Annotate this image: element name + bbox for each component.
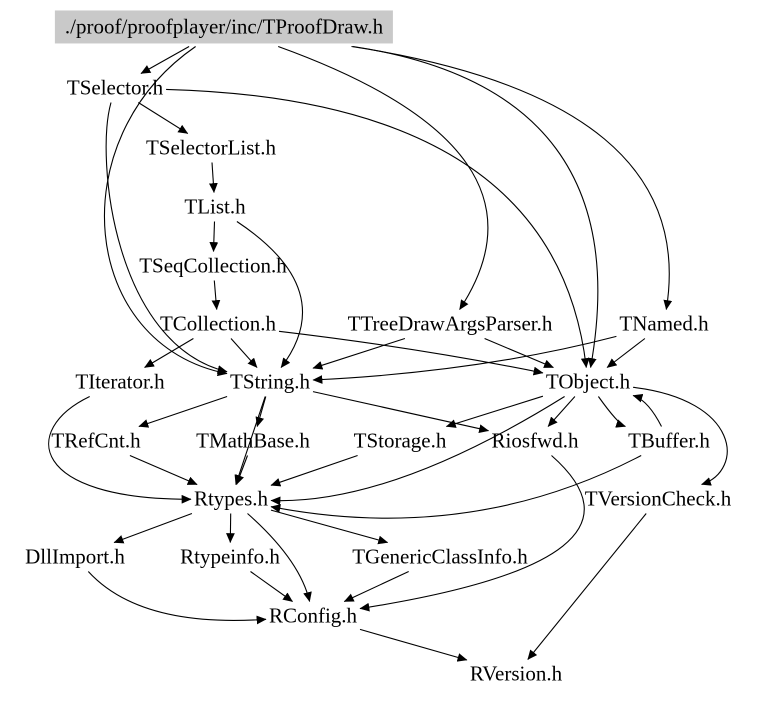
edge-tlist-tstring	[236, 221, 303, 368]
edge-tobject-rtypes	[270, 396, 565, 506]
node-tstring[interactable]: TString.h	[230, 369, 310, 394]
node-tnamed[interactable]: TNamed.h	[619, 311, 709, 336]
edge-ttreedrawargsparser-tstring	[312, 337, 406, 370]
edge-rconfig-rversion	[359, 628, 468, 662]
edge-tlist-tseqcollection	[209, 221, 219, 253]
node-tversioncheck[interactable]: TVersionCheck.h	[584, 486, 732, 511]
node-tselector[interactable]: TSelector.h	[66, 75, 164, 100]
node-tlist[interactable]: TList.h	[184, 194, 246, 219]
edge-tobject-tversioncheck	[633, 386, 728, 486]
edge-ttreedrawargsparser-tobject	[484, 337, 554, 369]
edge-titerator-rtypes	[48, 396, 192, 504]
node-titerator[interactable]: TIterator.h	[75, 369, 165, 394]
edge-tselector-tobject	[166, 88, 590, 369]
edge-tseqcollection-tcollection	[211, 280, 221, 311]
edge-tobject-tbuffer	[597, 396, 626, 428]
edge-tselectorlist-tlist	[208, 162, 218, 194]
edge-tselector-tstring	[105, 102, 228, 374]
edge-tgenericclassinfo-rconfig	[343, 571, 409, 602]
edge-tcollection-tobject	[278, 330, 544, 376]
node-tobject[interactable]: TObject.h	[545, 369, 631, 394]
edge-tproofdraw-tnamed	[351, 45, 673, 311]
edge-rtypes-dllimport	[113, 512, 193, 544]
edge-tnamed-tobject	[606, 338, 646, 368]
node-tcollection[interactable]: TCollection.h	[159, 311, 277, 336]
node-tseqcollection[interactable]: TSeqCollection.h	[139, 253, 287, 278]
edge-tproofdraw-tobject	[353, 45, 599, 369]
edge-tobject-riosfwd	[547, 396, 576, 427]
edge-tbuffer-rtypes	[270, 455, 642, 519]
node-tproofdraw[interactable]: ./proof/proofplayer/inc/TProofDraw.h	[54, 10, 394, 44]
edge-riosfwd-rconfig	[359, 455, 585, 612]
edge-tstorage-rtypes	[270, 454, 358, 487]
edge-tselector-tselectorlist	[138, 102, 189, 134]
node-dllimport[interactable]: DllImport.h	[25, 544, 125, 569]
node-trefcnt[interactable]: TRefCnt.h	[51, 428, 141, 453]
node-tselectorlist[interactable]: TSelectorList.h	[145, 135, 277, 160]
edge-rtypeinfo-rconfig	[250, 571, 293, 602]
node-tstorage[interactable]: TStorage.h	[353, 428, 447, 453]
node-tmathbase[interactable]: TMathBase.h	[196, 428, 310, 453]
edge-tproofdraw-tstring	[104, 46, 228, 377]
node-rversion[interactable]: RVersion.h	[469, 661, 563, 686]
edge-tproofdraw-ttreedrawargsparser	[278, 45, 489, 310]
node-rconfig[interactable]: RConfig.h	[268, 603, 358, 628]
edge-tnamed-tstring	[312, 335, 617, 384]
node-ttreedrawargsparser[interactable]: TTreeDrawArgsParser.h	[347, 311, 553, 336]
edge-tcollection-titerator	[144, 338, 194, 368]
edge-tstring-riosfwd	[312, 391, 490, 433]
edge-tbuffer-tobject	[632, 393, 662, 427]
edge-tstring-tmathbase	[255, 396, 267, 428]
node-tbuffer[interactable]: TBuffer.h	[628, 428, 710, 453]
node-rtypes[interactable]: Rtypes.h	[193, 486, 269, 511]
edge-tstring-trefcnt	[138, 395, 228, 428]
edge-rtypes-rconfig	[247, 513, 312, 603]
edge-tmathbase-rtypes	[235, 455, 249, 486]
edge-tproofdraw-tselector	[140, 46, 190, 74]
edge-trefcnt-rtypes	[129, 454, 198, 486]
edge-tobject-tstorage	[445, 395, 544, 428]
node-riosfwd[interactable]: Riosfwd.h	[491, 428, 579, 453]
edge-dllimport-rconfig	[87, 571, 267, 625]
edge-tversioncheck-rversion	[527, 513, 647, 660]
edge-tcollection-tstring	[230, 338, 258, 368]
node-tgenericclassinfo[interactable]: TGenericClassInfo.h	[352, 544, 528, 569]
edge-rtypes-tgenericclassinfo	[270, 509, 389, 545]
node-rtypeinfo[interactable]: Rtypeinfo.h	[180, 544, 280, 569]
